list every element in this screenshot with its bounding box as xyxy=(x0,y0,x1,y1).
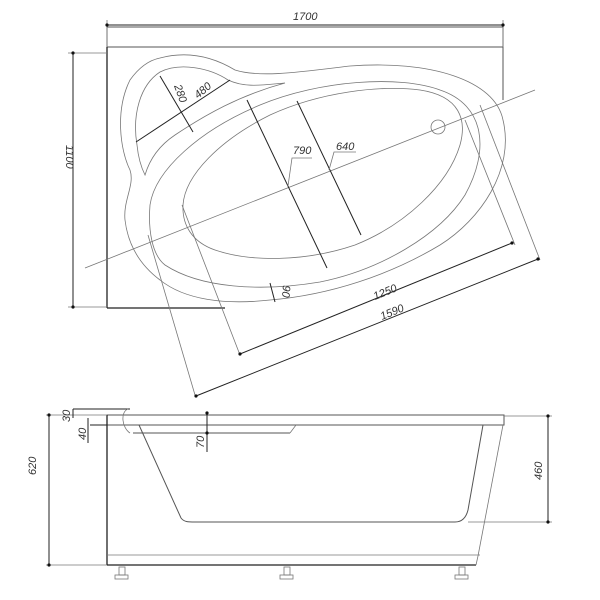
tub-outer-contour xyxy=(120,54,506,303)
outer-wall-profile xyxy=(475,424,504,566)
dim-line-bowl-outer-width xyxy=(246,99,328,269)
dim-line-seat-length xyxy=(135,79,231,143)
bowl-outer-contour xyxy=(149,81,481,288)
rim-plate xyxy=(106,414,505,426)
arrowheads xyxy=(47,23,550,567)
extension-line xyxy=(181,204,241,356)
dim-label-bowl-inner-width: 640 xyxy=(336,141,355,153)
dim-label-total-height: 620 xyxy=(27,456,39,475)
extension-line xyxy=(479,104,541,261)
back-rim-outline xyxy=(106,26,504,48)
side-view: 620 30 40 70 460 xyxy=(27,408,552,580)
dim-label-overall-depth: 1100 xyxy=(63,145,75,170)
dim-label-bowl-inner-length: 1250 xyxy=(372,282,400,303)
bowl-inner-contour xyxy=(182,88,463,259)
seat-curve xyxy=(122,408,131,434)
seat-contour xyxy=(135,66,286,177)
leader-line xyxy=(328,151,356,171)
foot xyxy=(114,566,129,580)
seat-edge xyxy=(289,424,297,434)
dim-label-rim-width: 90 xyxy=(279,285,292,299)
leader-line xyxy=(287,157,312,187)
center-axis-line xyxy=(84,89,536,269)
foot xyxy=(279,566,294,580)
dim-label-overall-width: 1700 xyxy=(293,11,318,23)
extension-line xyxy=(464,119,516,246)
dim-label-rim-thickness: 40 xyxy=(77,427,89,440)
dim-line-bowl-inner-width xyxy=(296,100,362,236)
dim-label-bowl-depth: 460 xyxy=(533,461,545,480)
dim-label-seat-width: 280 xyxy=(171,82,189,105)
dim-label-seat-depth: 70 xyxy=(195,435,207,448)
dim-label-seat-length: 480 xyxy=(192,80,214,102)
dim-label-bowl-outer-length: 1590 xyxy=(379,302,407,323)
dim-line-seat-width xyxy=(159,75,194,133)
dim-label-bowl-outer-width: 790 xyxy=(293,145,312,157)
foot xyxy=(454,566,469,580)
top-view: 1700 1100 280 480 790 640 90 1250 1590 xyxy=(63,11,541,397)
dim-label-rim-offset: 30 xyxy=(61,409,73,422)
dim-line-rim-width xyxy=(269,282,276,303)
dim-line-bowl-inner-length xyxy=(239,242,513,355)
drain-icon xyxy=(430,119,446,135)
bowl-profile xyxy=(138,424,484,523)
extension-line xyxy=(147,234,196,396)
dim-line-bowl-outer-length xyxy=(195,258,539,397)
